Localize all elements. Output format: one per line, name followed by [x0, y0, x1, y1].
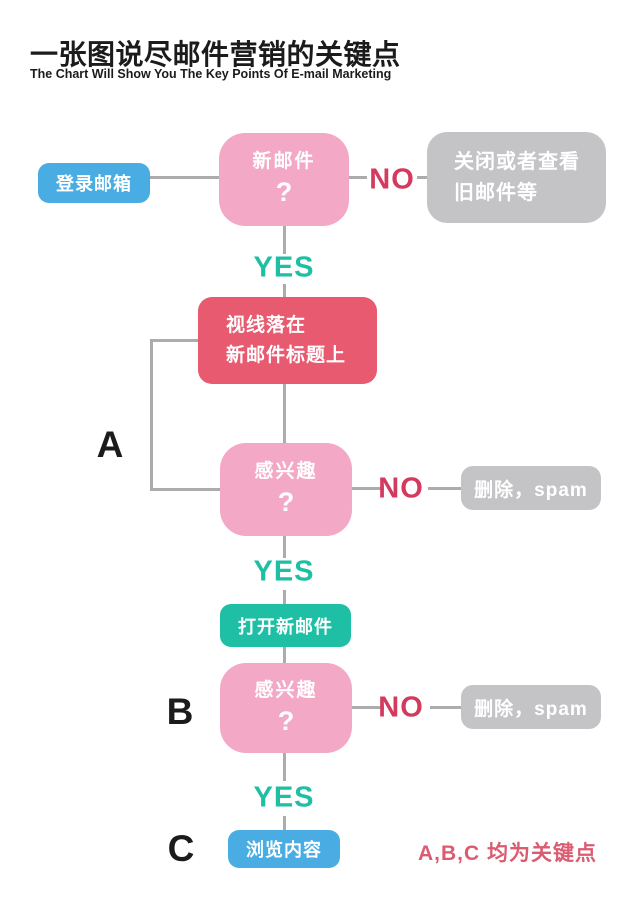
new-mail-question-label: 新邮件	[252, 151, 316, 173]
connector-interest1-to-no2	[352, 487, 384, 490]
connector-interest2-to-yes3	[283, 753, 286, 781]
interest-question-box-1: 感兴趣 ?	[220, 443, 352, 536]
connector-newmail-to-yes1	[283, 226, 286, 254]
bracket-a-bottom	[150, 488, 220, 491]
browse-content-box: 浏览内容	[228, 830, 340, 868]
key-points-footnote: A,B,C 均为关键点	[418, 842, 597, 865]
focus-line1: 视线落在	[226, 314, 307, 336]
yes-label-2: YES	[253, 555, 315, 588]
interest2-label: 感兴趣	[254, 679, 318, 701]
no-label-1: NO	[369, 163, 415, 196]
interest1-question-mark: ?	[277, 487, 295, 518]
connector-interest2-to-no3	[352, 706, 384, 709]
focus-line2: 新邮件标题上	[226, 344, 347, 366]
connector-no2-to-delete1	[428, 487, 461, 490]
connector-login-to-newmail	[150, 176, 219, 179]
connector-open-to-interest2	[283, 647, 286, 663]
focus-on-title-box: 视线落在 新邮件标题上	[198, 297, 377, 384]
yes-label-3: YES	[253, 781, 315, 814]
interest1-label: 感兴趣	[254, 461, 318, 483]
close-or-view-line2: 旧邮件等	[454, 181, 538, 204]
interest-question-box-2: 感兴趣 ?	[220, 663, 352, 753]
bracket-a-top	[150, 339, 198, 342]
key-point-a: A	[96, 424, 124, 465]
close-or-view-line1: 关闭或者查看	[454, 150, 580, 173]
page-title: 一张图说尽邮件营销的关键点	[30, 39, 401, 70]
open-new-mail-box: 打开新邮件	[220, 604, 351, 647]
connector-interest1-to-yes2	[283, 536, 286, 558]
bracket-a-vertical	[150, 339, 153, 491]
delete-spam-box-1: 删除，spam	[461, 466, 601, 510]
connector-no3-to-delete2	[430, 706, 461, 709]
key-point-c: C	[167, 828, 195, 869]
connector-yes1-to-focus	[283, 284, 286, 298]
no-label-2: NO	[378, 472, 424, 505]
connector-newmail-to-no1	[349, 176, 367, 179]
connector-yes3-to-browse	[283, 816, 286, 831]
key-point-b: B	[166, 691, 194, 732]
connector-no1-to-close	[417, 176, 429, 179]
connector-yes2-to-open	[283, 590, 286, 604]
close-or-view-old-box: 关闭或者查看 旧邮件等	[427, 132, 606, 223]
yes-label-1: YES	[253, 251, 315, 284]
connector-focus-to-interest1	[283, 384, 286, 443]
no-label-3: NO	[378, 691, 424, 724]
page-subtitle: The Chart Will Show You The Key Points O…	[30, 67, 392, 81]
interest2-question-mark: ?	[277, 705, 295, 736]
login-mailbox-box: 登录邮箱	[38, 163, 150, 203]
new-mail-question-box: 新邮件 ?	[219, 133, 349, 226]
delete-spam-box-2: 删除，spam	[461, 685, 601, 729]
new-mail-question-mark: ?	[275, 177, 293, 208]
